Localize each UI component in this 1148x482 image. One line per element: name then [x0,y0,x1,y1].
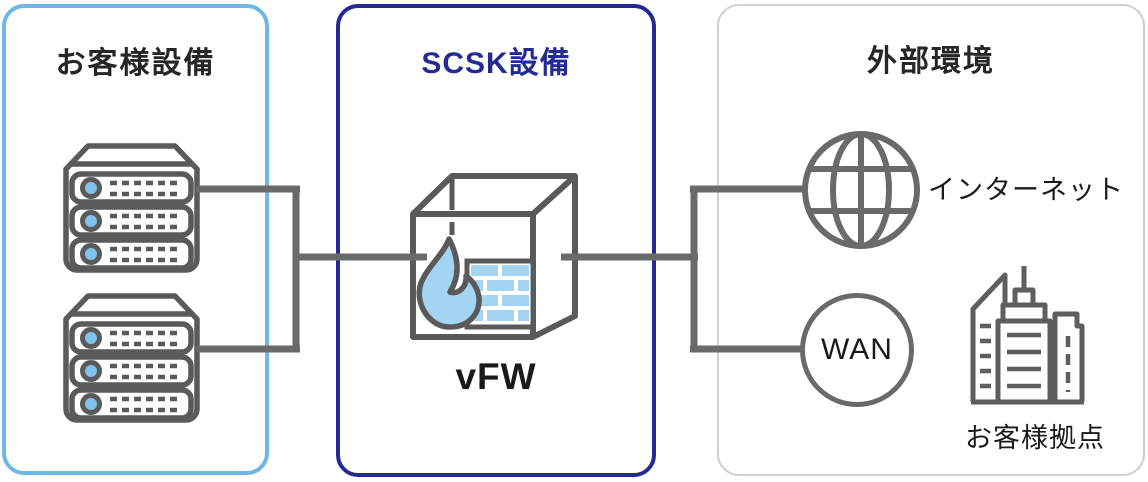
panel-title-external: 外部環境 [867,45,995,78]
panel-customer-equipment: お客様設備 [2,4,269,475]
panel-title-customer: お客様設備 [55,47,216,80]
buildings-icon [970,266,1085,405]
server-icon [63,293,200,423]
internet-label: インターネット [928,175,1124,205]
customer-site-label: お客様拠点 [965,423,1105,453]
globe-icon [802,131,920,249]
wan-label: WAN [821,333,893,366]
panel-title-scsk: SCSK設備 [421,47,571,80]
firewall-cube-icon [410,173,578,340]
wan-circle: WAN [800,293,914,407]
panel-external-environment: 外部環境 インターネット WAN [717,4,1145,476]
server-icon [63,143,200,273]
panel-scsk-equipment: SCSK設備 vFW [336,4,656,477]
device-label-vfw: vFW [455,356,537,397]
